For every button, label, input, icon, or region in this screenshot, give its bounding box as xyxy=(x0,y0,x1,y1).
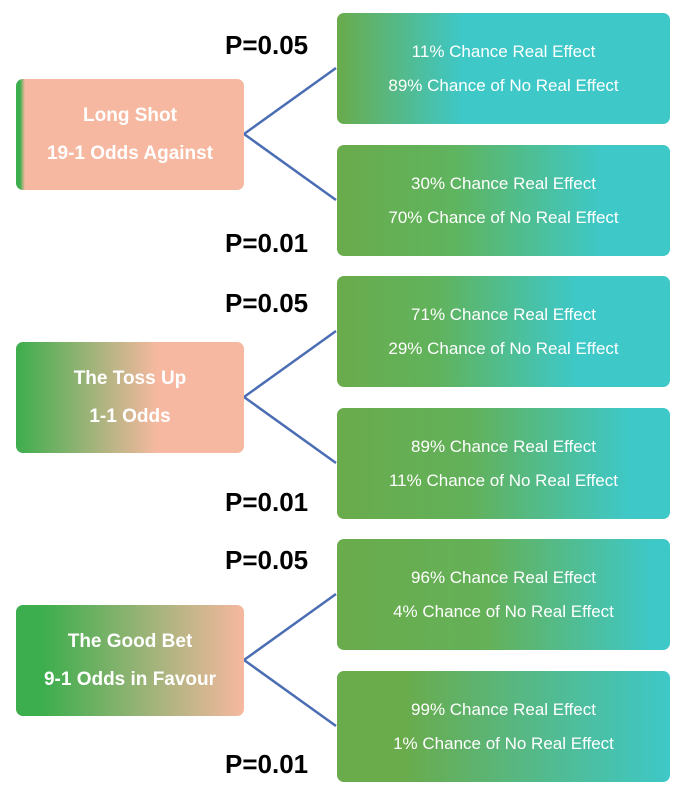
connector-line xyxy=(243,658,337,728)
outcome-box: 96% Chance Real Effect 4% Chance of No R… xyxy=(337,539,670,650)
outcome-no-effect: 89% Chance of No Real Effect xyxy=(388,75,619,95)
outcome-box: 30% Chance Real Effect 70% Chance of No … xyxy=(337,145,670,256)
outcome-real-effect: 96% Chance Real Effect xyxy=(411,567,596,587)
category-box-toss-up: The Toss Up 1-1 Odds xyxy=(16,342,244,453)
category-title: Long Shot xyxy=(83,104,177,126)
p-value-label: P=0.05 xyxy=(225,30,309,60)
category-odds: 9-1 Odds in Favour xyxy=(43,668,217,690)
outcome-no-effect: 29% Chance of No Real Effect xyxy=(388,338,619,358)
outcome-real-effect: 99% Chance Real Effect xyxy=(411,699,596,719)
category-odds: 1-1 Odds xyxy=(89,405,171,427)
outcome-box: 71% Chance Real Effect 29% Chance of No … xyxy=(337,276,670,387)
outcome-real-effect: 89% Chance Real Effect xyxy=(411,436,596,456)
connector-line xyxy=(243,395,337,465)
p-value-label: P=0.01 xyxy=(225,749,309,779)
outcome-box: 89% Chance Real Effect 11% Chance of No … xyxy=(337,408,670,519)
outcome-no-effect: 11% Chance of No Real Effect xyxy=(388,470,618,490)
category-odds: 19-1 Odds Against xyxy=(46,142,214,164)
category-box-good-bet: The Good Bet 9-1 Odds in Favour xyxy=(16,605,244,716)
outcome-real-effect: 11% Chance Real Effect xyxy=(411,41,596,61)
outcome-box: 11% Chance Real Effect 89% Chance of No … xyxy=(337,13,670,124)
connector-line xyxy=(243,592,337,662)
category-title: The Toss Up xyxy=(73,367,187,389)
outcome-real-effect: 30% Chance Real Effect xyxy=(411,173,596,193)
connector-line xyxy=(243,66,337,136)
p-value-label: P=0.05 xyxy=(225,545,309,575)
connector-line xyxy=(243,132,337,202)
category-title: The Good Bet xyxy=(67,630,193,652)
connector-line xyxy=(243,329,337,399)
category-box-long-shot: Long Shot 19-1 Odds Against xyxy=(16,79,244,190)
outcome-no-effect: 4% Chance of No Real Effect xyxy=(393,601,614,621)
outcome-box: 99% Chance Real Effect 1% Chance of No R… xyxy=(337,671,670,782)
p-value-label: P=0.01 xyxy=(225,487,309,517)
outcome-real-effect: 71% Chance Real Effect xyxy=(411,304,596,324)
p-value-label: P=0.05 xyxy=(225,288,309,318)
p-value-label: P=0.01 xyxy=(225,228,309,258)
outcome-no-effect: 1% Chance of No Real Effect xyxy=(393,733,614,753)
outcome-no-effect: 70% Chance of No Real Effect xyxy=(388,207,619,227)
